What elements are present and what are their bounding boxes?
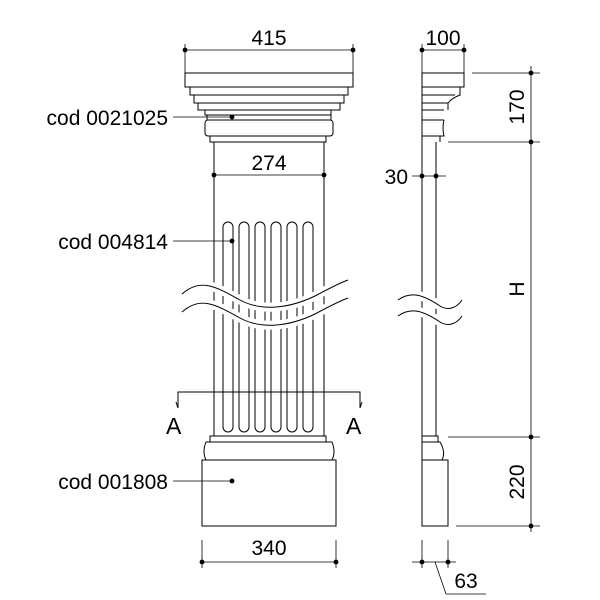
side-elevation: 100 30 63	[385, 27, 540, 595]
shaft-width-label: 274	[251, 152, 286, 175]
base	[201, 435, 337, 527]
base-width-label: 340	[251, 537, 286, 560]
leader-shaft-code: cod 004814	[58, 231, 235, 254]
dimension-side-depth: 100	[419, 27, 467, 73]
shaft-code-label: cod 004814	[58, 231, 168, 254]
leader-capital-code: cod 0021025	[47, 107, 235, 130]
section-mark-right: A	[346, 413, 362, 439]
dimension-shaft-offset: 30	[385, 166, 446, 189]
capital-width-label: 415	[251, 27, 286, 50]
base-height-label: 220	[506, 464, 529, 499]
side-capital	[421, 72, 465, 142]
break-line-upper	[181, 279, 349, 308]
side-break-line-upper	[397, 294, 463, 309]
side-base	[421, 435, 449, 527]
section-line: A A	[166, 391, 363, 439]
leader-base-code: cod 001808	[58, 471, 235, 494]
shaft-height-label: H	[506, 281, 529, 296]
dimension-vertical-chain: 170 H 220	[448, 66, 540, 532]
shaft	[179, 142, 350, 436]
dimension-capital-width: 415	[182, 27, 356, 73]
dimension-base-width: 340	[199, 537, 339, 568]
dimension-side-base-depth: 63	[412, 540, 486, 595]
side-shaft	[395, 142, 466, 526]
front-elevation: A A 415 274 340	[47, 27, 363, 568]
capital-code-label: cod 0021025	[47, 107, 168, 130]
shaft-offset-label: 30	[385, 166, 408, 189]
capital-height-label: 170	[506, 89, 529, 124]
side-depth-label: 100	[425, 27, 460, 50]
section-mark-left: A	[166, 413, 182, 439]
capital	[184, 72, 354, 143]
side-break-line-lower	[397, 310, 463, 325]
dimension-shaft-width: 274	[211, 152, 327, 178]
side-base-depth-label: 63	[454, 570, 477, 593]
base-code-label: cod 001808	[58, 471, 168, 494]
break-line-lower	[181, 297, 349, 326]
